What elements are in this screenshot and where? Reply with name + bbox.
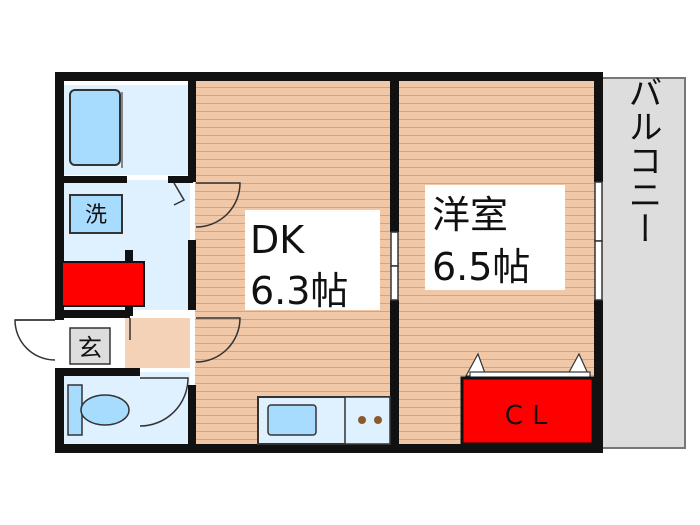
entrance-label-box [69, 327, 111, 365]
entrance-label: 玄 [78, 334, 102, 362]
shoe-cabinet [61, 261, 145, 307]
closet-doors [464, 352, 591, 379]
western-room-size: 6.5帖 [432, 245, 530, 289]
closet-label: ＣＬ [501, 401, 553, 431]
balcony-area [599, 77, 686, 449]
western-room-name: 洋室 [432, 193, 508, 237]
kitchen-sink [267, 404, 317, 436]
sliding-door [390, 231, 399, 301]
bathtub [69, 89, 121, 166]
western-label-bg [425, 185, 565, 290]
door-swings [14, 182, 241, 427]
stove [344, 396, 391, 445]
balcony-label: バルコニー [622, 75, 662, 245]
closet [460, 376, 595, 446]
washer-box [69, 194, 123, 234]
toilet-icon [67, 384, 130, 436]
dk-name: DK [250, 218, 305, 262]
dk-label-bg [245, 210, 380, 310]
dk-size: 6.3帖 [250, 269, 348, 313]
burner-icon [358, 416, 366, 424]
burner-icon [374, 416, 382, 424]
balcony-window [594, 181, 603, 301]
laundry-label: 洗 [85, 203, 107, 228]
entrance-floor [125, 318, 190, 368]
